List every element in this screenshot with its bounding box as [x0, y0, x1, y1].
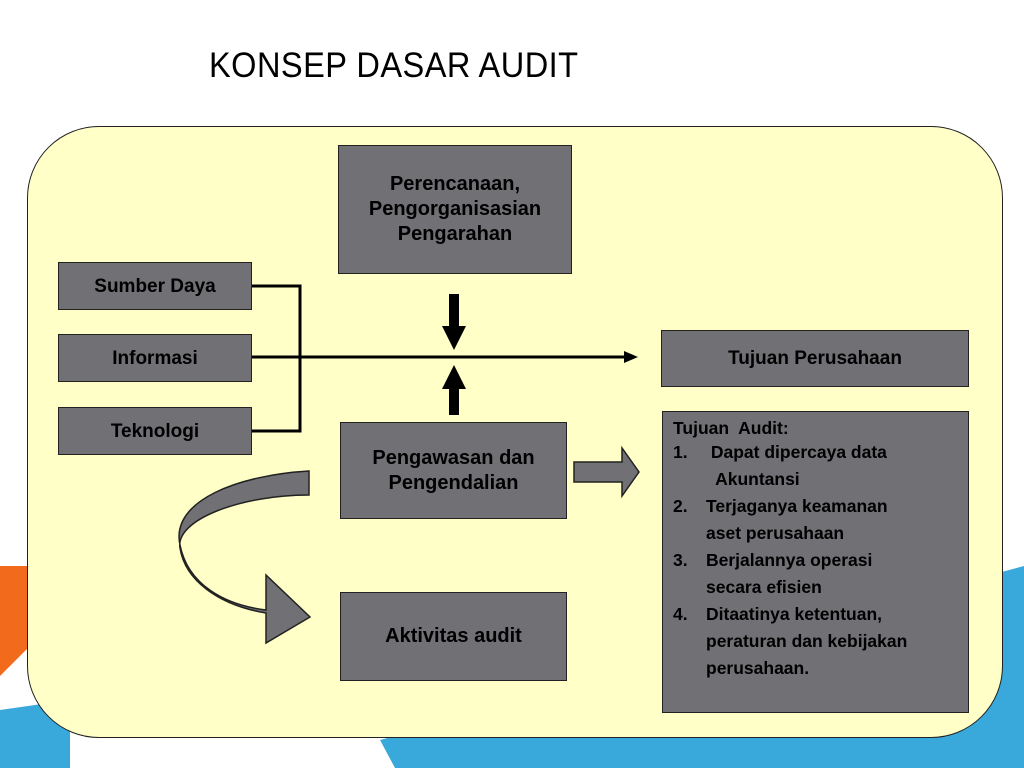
company-goal-box: Tujuan Perusahaan	[661, 330, 969, 387]
down-arrow-head	[442, 326, 466, 350]
resources-box: Sumber Daya	[58, 262, 252, 310]
control-line-2: Pengendalian	[388, 471, 519, 494]
audit-goal-text: Dapat dipercaya data Akuntansi	[710, 442, 887, 489]
technology-label: Teknologi	[110, 420, 200, 442]
down-arrow-shaft	[449, 294, 459, 328]
up-arrow-shaft	[449, 386, 459, 415]
control-line-1: Pengawasan dan	[372, 446, 535, 469]
up-arrow-head	[442, 365, 466, 389]
audit-activity-label: Aktivitas audit	[385, 625, 522, 647]
audit-activity-box: Aktivitas audit	[340, 592, 567, 681]
page-title: KONSEP DASAR AUDIT	[209, 46, 579, 85]
planning-line-1: Perencanaan,	[389, 173, 521, 195]
information-box: Informasi	[58, 334, 252, 382]
audit-goal-number: 1.	[673, 442, 688, 462]
audit-goal-number: 2.	[673, 496, 688, 516]
audit-goals-list: 1. Dapat dipercaya data Akuntansi 2. Terj…	[673, 439, 968, 682]
block-arrow-right	[573, 445, 640, 499]
audit-goal-item: 3. Berjalannya operasi secara efisien	[673, 547, 968, 601]
audit-goal-number: 4.	[673, 604, 688, 624]
audit-goal-text: Berjalannya operasi secara efisien	[706, 550, 873, 597]
audit-goal-text: Ditaatinya ketentuan, peraturan dan kebi…	[706, 604, 908, 678]
planning-line-3: Pengarahan	[397, 223, 513, 245]
audit-goal-text: Terjaganya keamanan aset perusahaan	[706, 496, 888, 543]
planning-line-2: Pengorganisasian	[368, 198, 542, 220]
audit-goal-item: 2. Terjaganya keamanan aset perusahaan	[673, 493, 968, 547]
information-label: Informasi	[112, 347, 198, 369]
curved-arrow	[178, 470, 312, 645]
planning-box: Perencanaan, Pengorganisasian Pengarahan	[338, 145, 572, 274]
audit-goal-item: 4. Ditaatinya ketentuan, peraturan dan ke…	[673, 601, 968, 682]
audit-goals-heading: Tujuan Audit:	[673, 418, 789, 438]
control-box: Pengawasan dan Pengendalian	[340, 422, 567, 519]
audit-goal-item: 1. Dapat dipercaya data Akuntansi	[673, 439, 968, 493]
main-flow-arrowhead	[624, 351, 638, 363]
company-goal-label: Tujuan Perusahaan	[728, 348, 902, 369]
technology-box: Teknologi	[58, 407, 252, 455]
resources-label: Sumber Daya	[94, 275, 216, 297]
audit-goals-box: Tujuan Audit: 1. Dapat dipercaya data Ak…	[662, 411, 969, 713]
audit-goal-number: 3.	[673, 550, 688, 570]
